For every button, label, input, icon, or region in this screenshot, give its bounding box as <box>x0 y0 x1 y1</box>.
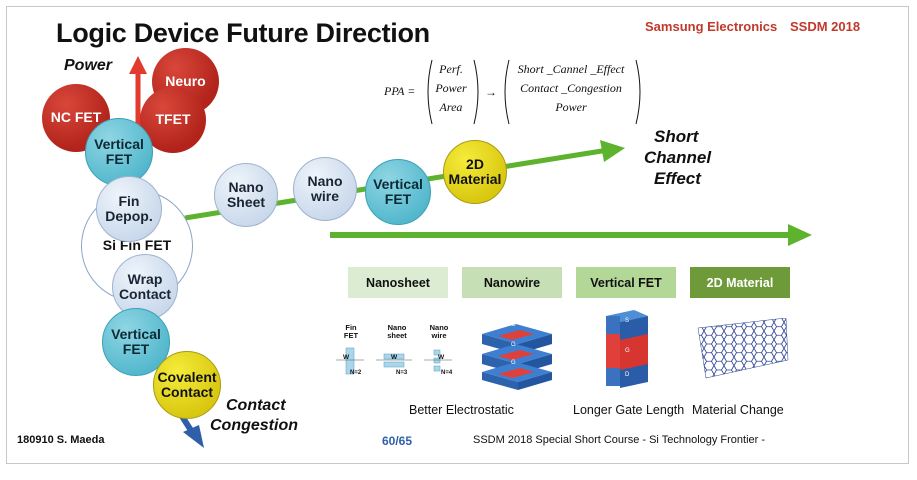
nc-fet-label: NC FET <box>50 109 102 126</box>
graphene-lattice-image <box>697 318 789 379</box>
mini-structures-graphic <box>336 347 452 375</box>
tag-nanowire: Nanowire <box>462 267 562 298</box>
horizontal-arrow-head <box>788 224 812 246</box>
fin-depop-line-1: Fin <box>118 192 140 209</box>
company-label: Samsung Electronics <box>645 19 778 34</box>
nano-wire-line-2: wire <box>310 188 339 204</box>
caption-longer-gate-length: Longer Gate Length <box>573 403 685 417</box>
tag-2d-material-label: 2D Material <box>706 275 774 290</box>
vfet-bottom-line-1: Vertical <box>111 325 161 342</box>
mini-sheet-w: W <box>391 354 398 361</box>
vfet-top-line-2: FET <box>105 151 133 167</box>
slide-title: Logic Device Future Direction <box>56 18 430 48</box>
tfet-label: TFET <box>155 111 191 128</box>
term-perf: Perf. <box>439 62 463 76</box>
ppa-right-terms: Short _Cannel _Effect Contact _Congestio… <box>508 60 634 118</box>
ppa-left-terms: Perf. Power Area <box>428 60 474 118</box>
vfet-bottom-line-2: FET <box>122 341 150 357</box>
short-channel-arrow-head <box>600 140 625 162</box>
vfet-top-line-1: Vertical <box>94 135 144 152</box>
term-power: Power <box>435 81 467 96</box>
footer-page: 60/65 <box>382 434 413 448</box>
contact-congestion-label: Contact Congestion <box>210 396 298 436</box>
stack-g3: G <box>511 360 516 366</box>
neuro-label: Neuro <box>165 72 206 89</box>
contact-label-line-2: Congestion <box>210 417 298 434</box>
stack-g1: G <box>511 322 516 328</box>
tag-nanosheet-label: Nanosheet <box>366 275 430 290</box>
mini-fin-count: N=2 <box>350 370 362 376</box>
covalent-line-1: Covalent <box>157 368 217 385</box>
conference-label: SSDM 2018 <box>790 19 861 34</box>
ppa-equation: PPA = Perf. Power Area → Short _Cannel _… <box>384 58 654 130</box>
contact-arrow-head <box>183 425 204 448</box>
short-channel-line-3: Effect <box>654 169 701 188</box>
term-short-channel: Short _Cannel _Effect <box>517 62 625 76</box>
tag-nanosheet: Nanosheet <box>348 267 448 298</box>
material-2d-line-1: 2D <box>466 155 484 172</box>
caption-better-electrostatic: Better Electrostatic <box>409 403 514 417</box>
tag-nanowire-label: Nanowire <box>483 275 541 290</box>
mini-fin-w: W <box>343 354 350 361</box>
mini-wire-count: N=4 <box>441 370 453 376</box>
power-label: Power <box>64 57 113 74</box>
right-paren-2 <box>635 59 641 125</box>
short-channel-label: Short Channel Effect <box>644 126 711 189</box>
tag-vertical-fet-label: Vertical FET <box>590 275 662 290</box>
vfet-mid-line-2: FET <box>384 191 412 207</box>
nano-wire-line-1: Nano <box>307 172 343 189</box>
tag-vertical-fet: Vertical FET <box>576 267 676 298</box>
vertical-fet-image <box>606 310 648 388</box>
left-paren-2 <box>504 59 510 125</box>
nanowire-stack-image <box>482 324 552 390</box>
right-paren-1 <box>473 59 479 125</box>
term-contact-congestion: Contact _Congestion <box>520 81 622 96</box>
stack-g2: G <box>511 342 516 348</box>
node-tfet: TFET <box>140 87 206 153</box>
footer-author: 180910 S. Maeda <box>17 434 105 446</box>
ppa-arrow: → <box>485 85 497 99</box>
vfet-g-letter: G <box>625 348 630 354</box>
nano-sheet-line-1: Nano <box>228 178 264 195</box>
slide-frame <box>6 6 909 464</box>
short-channel-line-2: Channel <box>644 148 712 167</box>
covalent-line-2: Contact <box>160 384 214 400</box>
caption-material-change: Material Change <box>692 403 784 417</box>
left-paren-1 <box>427 59 433 125</box>
material-2d-line-2: Material <box>448 171 502 187</box>
vfet-d-letter: D <box>625 372 630 378</box>
term-power-right: Power <box>555 100 587 115</box>
term-area: Area <box>439 100 463 115</box>
footer-course: SSDM 2018 Special Short Course - Si Tech… <box>473 434 766 446</box>
wrap-contact-line-2: Contact <box>118 286 172 302</box>
power-arrow-head <box>129 56 147 74</box>
vfet-mid-line-1: Vertical <box>373 175 423 192</box>
contact-label-line-1: Contact <box>226 397 286 414</box>
tag-2d-material: 2D Material <box>690 267 790 298</box>
fin-depop-line-2: Depop. <box>105 208 153 224</box>
wrap-contact-line-1: Wrap <box>127 270 163 287</box>
si-fin-fet-label: Si Fin FET <box>102 237 172 254</box>
nano-sheet-line-2: Sheet <box>226 194 266 210</box>
ppa-lhs: PPA = <box>384 84 416 98</box>
short-channel-line-1: Short <box>654 127 699 146</box>
mini-wire-w: W <box>438 354 445 361</box>
mini-sheet-count: N=3 <box>396 370 408 376</box>
vfet-s-letter: S <box>625 318 630 324</box>
